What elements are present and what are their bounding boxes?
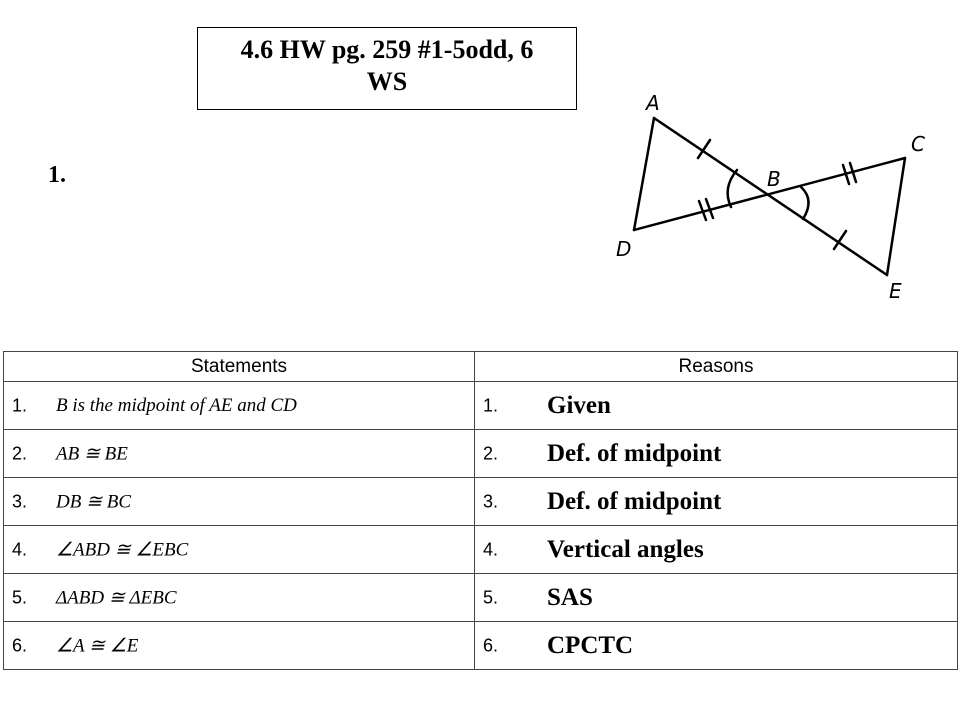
reason-cell: 5. SAS: [474, 573, 958, 622]
header-reasons: Reasons: [474, 351, 958, 382]
tick-db-1: [697, 199, 708, 222]
statement-cell: 3. DB ≅ BC: [3, 477, 475, 526]
statement-number: 2.: [12, 443, 28, 463]
statement-text: B is the midpoint of AE and CD: [56, 394, 297, 416]
statement-cell: 1. B is the midpoint of AE and CD: [3, 381, 475, 430]
label-b: B: [767, 167, 781, 191]
segment-ce: [885, 156, 907, 277]
tick-bc-2: [848, 161, 858, 184]
reason-cell: 2. Def. of midpoint: [474, 429, 958, 478]
statement-text: DB ≅ BC: [56, 491, 132, 512]
reason-text: Given: [547, 391, 611, 419]
statement-cell: 2. AB ≅ BE: [3, 429, 475, 478]
segment-ae: [652, 116, 889, 277]
statement-number: 6.: [12, 635, 28, 655]
angle-arc-abd: [726, 168, 739, 209]
statement-cell: 5. ΔABD ≅ ΔEBC: [3, 573, 475, 622]
reason-text: SAS: [547, 583, 593, 611]
segment-dc: [632, 156, 907, 232]
header-statements: Statements: [3, 351, 475, 382]
reason-number: 6.: [483, 635, 499, 655]
statement-number: 3.: [12, 491, 28, 511]
tick-db-2: [704, 197, 715, 220]
reason-cell: 3. Def. of midpoint: [474, 477, 958, 526]
reason-text: Def. of midpoint: [547, 439, 722, 467]
statement-cell: 6. ∠A ≅ ∠E: [3, 621, 475, 670]
table-row: 1. B is the midpoint of AE and CD 1. Giv…: [3, 381, 958, 430]
reason-number: 1.: [483, 395, 499, 415]
reason-text: Vertical angles: [547, 535, 704, 563]
table-row: 3. DB ≅ BC 3. Def. of midpoint: [3, 477, 958, 526]
reason-number: 2.: [483, 443, 499, 463]
tick-be: [832, 229, 848, 251]
title-box: 4.6 HW pg. 259 #1-5odd, 6 WS: [197, 27, 577, 110]
table-row: 4. ∠ABD ≅ ∠EBC 4. Vertical angles: [3, 525, 958, 574]
table-header-row: Statements Reasons: [3, 351, 958, 382]
statement-number: 4.: [12, 539, 28, 559]
tick-bc-1: [841, 163, 851, 186]
statement-text: ∠A ≅ ∠E: [56, 635, 139, 656]
proof-table: Statements Reasons 1. B is the midpoint …: [3, 351, 958, 670]
reason-number: 4.: [483, 539, 499, 559]
statement-number: 5.: [12, 587, 28, 607]
reason-number: 3.: [483, 491, 499, 511]
angle-arc-ebc: [799, 185, 810, 221]
title-line-2: WS: [366, 67, 408, 96]
label-e: E: [889, 279, 902, 303]
table-row: 2. AB ≅ BE 2. Def. of midpoint: [3, 429, 958, 478]
problem-number: 1.: [48, 162, 66, 188]
label-d: D: [616, 237, 631, 261]
segment-ad: [632, 116, 656, 232]
title-line-1: 4.6 HW pg. 259 #1-5odd, 6: [240, 35, 534, 64]
tick-ab: [696, 138, 712, 160]
reason-cell: 1. Given: [474, 381, 958, 430]
label-c: C: [911, 132, 925, 156]
statement-text: ∠ABD ≅ ∠EBC: [56, 539, 189, 560]
table-row: 6. ∠A ≅ ∠E 6. CPCTC: [3, 621, 958, 670]
statement-cell: 4. ∠ABD ≅ ∠EBC: [3, 525, 475, 574]
reason-number: 5.: [483, 587, 499, 607]
reason-text: CPCTC: [547, 631, 634, 659]
reason-cell: 4. Vertical angles: [474, 525, 958, 574]
geometry-figure: A B C D E: [616, 91, 925, 303]
reason-cell: 6. CPCTC: [474, 621, 958, 670]
statement-text: ΔABD ≅ ΔEBC: [56, 587, 177, 608]
reason-text: Def. of midpoint: [547, 487, 722, 515]
table-row: 5. ΔABD ≅ ΔEBC 5. SAS: [3, 573, 958, 622]
statement-text: AB ≅ BE: [56, 443, 128, 464]
label-a: A: [644, 91, 660, 115]
statement-number: 1.: [12, 395, 28, 415]
